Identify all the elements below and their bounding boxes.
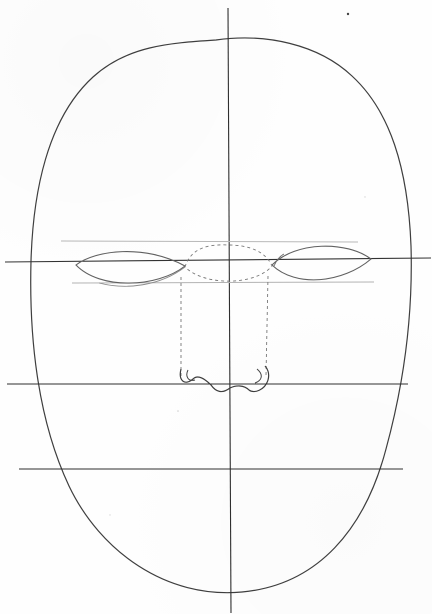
- paper-speck: [109, 514, 110, 515]
- eye-center-guide: [5, 258, 431, 262]
- eye-upper-guide: [61, 241, 358, 242]
- head-outline: [31, 38, 412, 593]
- paper-speck: [364, 196, 365, 197]
- nose-bridge-dashed-guide: [185, 245, 272, 281]
- vertical-center-line: [228, 8, 231, 613]
- pencil-dot: [347, 13, 349, 15]
- right-eye: [272, 246, 371, 280]
- nose-base: [180, 366, 268, 392]
- paper-speck: [177, 410, 179, 412]
- right-nose-dashed-guide: [266, 276, 268, 376]
- left-eye: [76, 252, 185, 284]
- right-nostril: [255, 369, 261, 383]
